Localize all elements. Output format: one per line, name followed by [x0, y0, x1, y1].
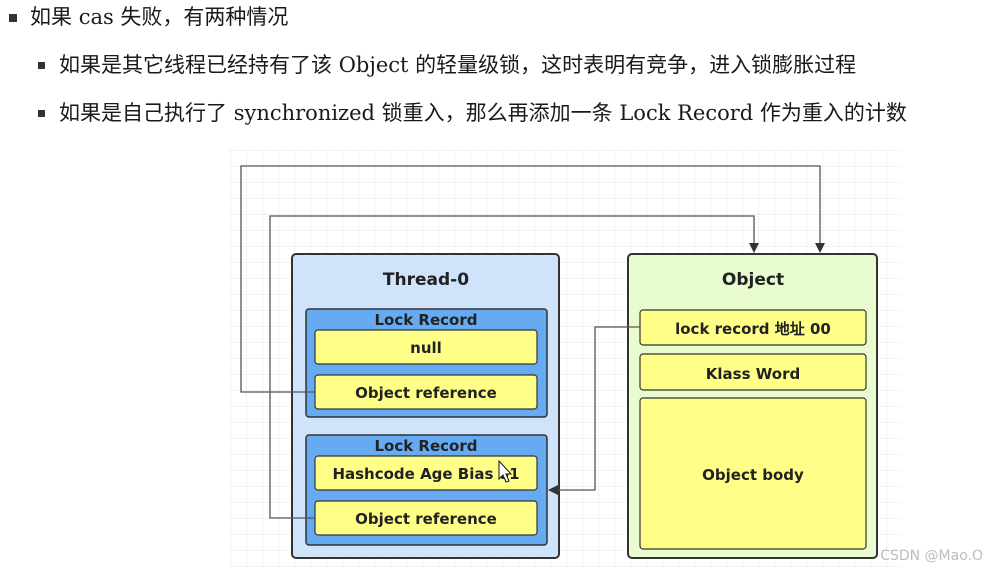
- object-klass-word-label: Klass Word: [706, 365, 800, 383]
- lock-record-2-field-hashcode: [314, 455, 538, 491]
- lock-diagram: Thread-0 Lock Record null Object referen…: [230, 150, 900, 568]
- bullet-1-code: cas: [78, 5, 114, 29]
- bullet-1: 如果 cas 失败，有两种情况: [30, 3, 288, 31]
- bullet-2-post: 的轻量级锁，这时表明有竞争，进入锁膨胀过程: [408, 53, 857, 77]
- lock-record-2-title: Lock Record: [374, 437, 477, 455]
- connector-markword-to-lockrecord: [548, 326, 640, 495]
- thread-title: Thread-0: [383, 270, 469, 290]
- bullet-2: 如果是其它线程已经持有了该 Object 的轻量级锁，这时表明有竞争，进入锁膨胀…: [59, 51, 856, 79]
- mouse-cursor-icon: [498, 459, 513, 483]
- connector-objref1-to-object: [240, 165, 825, 393]
- bullet-3-code2: Lock Record: [619, 101, 754, 125]
- object-body-label: Object body: [702, 466, 804, 484]
- bullet-marker: [38, 110, 45, 117]
- object-body: [639, 397, 867, 550]
- bullet-2-code: Object: [338, 53, 409, 77]
- lock-record-1-title: Lock Record: [374, 311, 477, 329]
- bullet-1-post: 失败，有两种情况: [113, 5, 289, 29]
- bullet-2-pre: 如果是其它线程已经持有了该: [59, 53, 339, 77]
- bullet-marker: [9, 14, 17, 22]
- object-klass-word: [639, 353, 867, 391]
- lock-record-2-hashcode-label: Hashcode Age Bias 01: [332, 465, 519, 483]
- lock-record-2-objref-label: Object reference: [355, 510, 497, 528]
- bullet-3-post2: 作为重入的计数: [753, 101, 907, 125]
- bullet-1-pre: 如果: [30, 5, 79, 29]
- lock-record-1-null-label: null: [410, 339, 442, 357]
- bullet-3-pre: 如果是自己执行了: [59, 101, 234, 125]
- lock-record-1-objref-label: Object reference: [355, 384, 497, 402]
- bullet-3-post: 锁重入，那么再添加一条: [375, 101, 620, 125]
- watermark: CSDN @Mao.O: [880, 548, 983, 564]
- lock-record-1-field-null: [314, 329, 538, 365]
- bullet-marker: [38, 62, 45, 69]
- bullet-3-code: synchronized: [233, 101, 375, 125]
- object-title: Object: [722, 270, 784, 290]
- connector-objref2-to-object: [269, 215, 759, 519]
- object-mark-word-label: lock record 地址 00: [675, 320, 831, 338]
- bullet-3: 如果是自己执行了 synchronized 锁重入，那么再添加一条 Lock R…: [59, 99, 907, 127]
